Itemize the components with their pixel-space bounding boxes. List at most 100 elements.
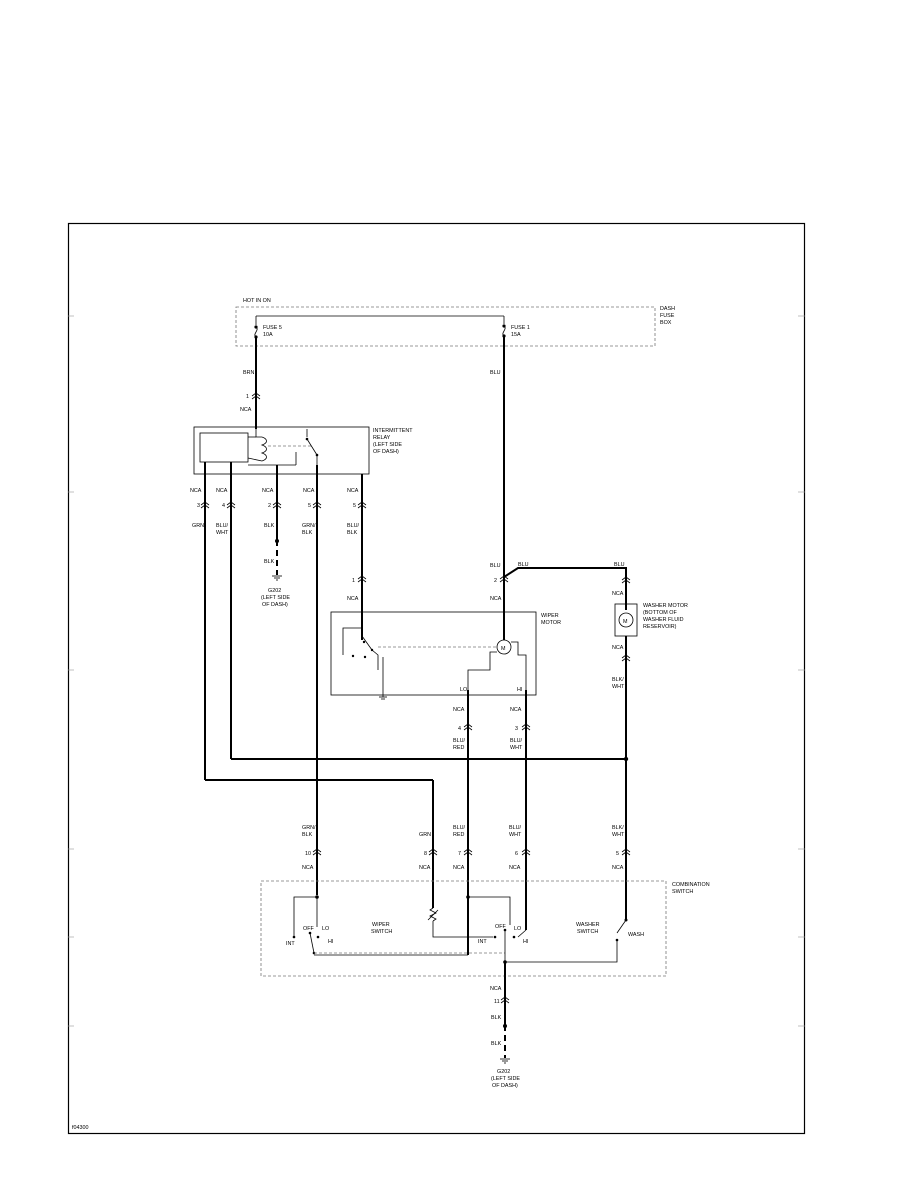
relay-timer-module xyxy=(199,432,249,463)
pin-relay-4: 4 xyxy=(222,503,225,509)
nca-motor-4: NCA xyxy=(453,707,465,713)
wiper-switch-resistor xyxy=(427,907,493,938)
washer-motor-symbol xyxy=(618,612,634,628)
wiper-motor-hi-label: HI xyxy=(517,687,522,693)
hot-in-on-label: HOT IN ON xyxy=(243,298,271,304)
fuse-1 xyxy=(502,316,506,338)
fuse-5-label: FUSE 5 10A xyxy=(263,325,283,338)
grn-blk-wire-label-top: GRN/ BLK xyxy=(302,523,317,536)
wiper-motor-brush-lines xyxy=(467,641,527,690)
svg-text:NCA: NCA xyxy=(303,488,315,494)
ground-symbol-bottom xyxy=(500,1058,510,1064)
pin-combo-6: 6 xyxy=(515,851,518,857)
pin-motor-1: 1 xyxy=(352,578,355,584)
ground-symbol-top xyxy=(272,575,282,581)
wiper-switch-hi-right: HI xyxy=(523,939,528,945)
relay-connectors: NCA NCA NCA NCA NCA xyxy=(190,488,367,509)
blu-red-wire-label-bottom: BLU/ RED xyxy=(453,825,466,838)
svg-text:NCA: NCA xyxy=(216,488,228,494)
fuse-1-label: FUSE 1 15A xyxy=(511,325,531,338)
fuse-5 xyxy=(254,316,258,339)
wiper-switch-int-left: INT xyxy=(286,941,295,947)
intermittent-relay-boundary xyxy=(193,426,370,475)
blu-wht-wire-label-bottom: BLU/ WHT xyxy=(509,825,522,838)
svg-text:NCA: NCA xyxy=(190,488,202,494)
ground-symbol-motor xyxy=(379,696,387,700)
relay-coil xyxy=(247,429,267,462)
blu-wire-to-washer xyxy=(503,567,627,610)
svg-text:NCA: NCA xyxy=(262,488,274,494)
brn-wire-label: BRN xyxy=(243,370,254,376)
relay-switch-contacts xyxy=(248,429,319,466)
nca-washer-bottom: NCA xyxy=(612,645,624,651)
wiper-motor-park-switch xyxy=(342,612,384,697)
dash-fuse-box-label: DASH FUSE BOX xyxy=(660,306,676,326)
frame-tick-marks xyxy=(68,315,805,1027)
nca-motor-3: NCA xyxy=(510,707,522,713)
washer-motor-m: M xyxy=(623,619,628,625)
svg-text:NCA: NCA xyxy=(453,865,465,871)
blu-wht-wire-label-top: BLU/ WHT xyxy=(216,523,229,536)
wiper-switch-hi-left: HI xyxy=(328,939,333,945)
grn-wire-label-bottom: GRN xyxy=(419,832,431,838)
wiper-switch-lo-left: LO xyxy=(322,926,329,932)
pin-motor-3: 3 xyxy=(515,726,518,732)
washer-switch xyxy=(505,918,628,963)
ground-top-label: G202 (LEFT SIDE OF DASH) xyxy=(261,588,291,608)
svg-text:NCA: NCA xyxy=(419,865,431,871)
washer-switch-label: WASHER SWITCH xyxy=(576,922,601,935)
splice-blu-wht xyxy=(623,756,629,762)
blk-wht-label-washer: BLK/ WHT xyxy=(612,677,625,690)
intermittent-relay-label: INTERMITTENT RELAY (LEFT SIDE OF DASH) xyxy=(373,428,414,455)
pin-combo-8: 8 xyxy=(424,851,427,857)
blk-wire-label-top: BLK xyxy=(264,523,275,529)
svg-text:NCA: NCA xyxy=(347,488,359,494)
pin-combo-5: 5 xyxy=(616,851,619,857)
ground-splice-bottom xyxy=(503,1024,507,1028)
svg-text:NCA: NCA xyxy=(302,865,314,871)
blu-wire-label-mid: BLU xyxy=(490,563,501,569)
nca-motor-2: NCA xyxy=(490,596,502,602)
blk-wire-label-bottom-1: BLK xyxy=(491,1015,502,1021)
nca-motor-1: NCA xyxy=(347,596,359,602)
wiper-switch-lo-right: LO xyxy=(514,926,521,932)
blu-red-wire-label-top: BLU/ RED xyxy=(453,738,466,751)
ground-bottom-label: G202 (LEFT SIDE OF DASH) xyxy=(491,1069,521,1089)
combo-nca-labels: NCA NCA NCA NCA NCA xyxy=(302,865,624,871)
grn-blk-wire-label-bottom: GRN/ BLK xyxy=(302,825,317,838)
dash-fuse-box-boundary xyxy=(235,306,656,347)
pin-relay-in: 1 xyxy=(246,394,249,400)
blu-wht-wire-label-motor: BLU/ WHT xyxy=(510,738,523,751)
wiper-motor-m: M xyxy=(501,646,506,652)
wiper-switch-off-left: OFF xyxy=(303,926,314,932)
wiper-motor-boundary xyxy=(330,611,537,696)
pin-relay-5b: 5 xyxy=(353,503,356,509)
diagram-frame xyxy=(67,222,806,1135)
connector-motor-3 xyxy=(521,723,531,731)
figure-id: f04300 xyxy=(72,1125,89,1131)
connector-washer-bottom xyxy=(621,654,631,662)
blk-wire-label-bottom-2: BLK xyxy=(491,1041,502,1047)
blu-wire-label-washer: BLU xyxy=(614,562,625,568)
blu-blk-wire-label: BLU/ BLK xyxy=(347,523,360,536)
wiper-switch-int-right: INT xyxy=(478,939,487,945)
connector-motor-4 xyxy=(463,723,473,731)
blk-wire-label-ground: BLK xyxy=(264,559,275,565)
svg-text:NCA: NCA xyxy=(612,865,624,871)
connector-motor-1 xyxy=(357,575,367,583)
connector-washer-top xyxy=(621,576,631,584)
pin-motor-2: 2 xyxy=(494,578,497,584)
combo-connectors xyxy=(312,848,631,856)
combination-switch-label: COMBINATION SWITCH xyxy=(672,882,711,895)
washer-switch-wash-label: WASH xyxy=(628,932,644,938)
connector-relay-in xyxy=(251,392,261,400)
washer-motor-label: WASHER MOTOR (BOTTOM OF WASHER FLUID RES… xyxy=(643,603,689,630)
nca-washer-top: NCA xyxy=(612,591,624,597)
wiper-switch-label: WIPER SWITCH xyxy=(371,922,392,935)
pin-combo-11: 11 xyxy=(494,999,500,1005)
blu-wire-label-branch: BLU xyxy=(518,562,529,568)
nca-combo-11: NCA xyxy=(490,986,502,992)
pin-relay-5a: 5 xyxy=(308,503,311,509)
pin-relay-3: 3 xyxy=(197,503,200,509)
ground-splice-top xyxy=(275,539,279,543)
